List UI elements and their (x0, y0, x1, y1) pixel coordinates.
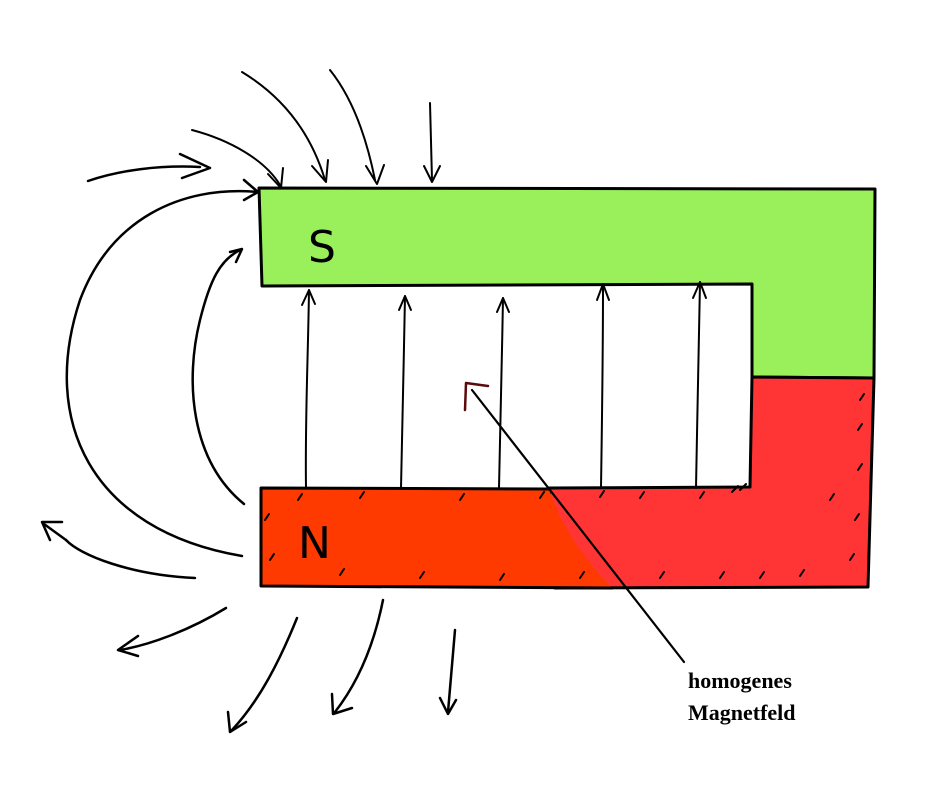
field-line (498, 297, 504, 489)
north-pole-label: N (298, 518, 331, 569)
arrow-head-icon (692, 281, 707, 299)
field-line (400, 295, 406, 489)
field-line (64, 538, 197, 580)
field-line (329, 69, 376, 181)
south-pole-arm (257, 186, 877, 380)
horseshoe-magnet (257, 186, 877, 590)
hatch-texture (264, 393, 865, 581)
field-line (118, 606, 228, 652)
field-line (695, 281, 701, 489)
arrow-head-icon (311, 159, 329, 183)
field-line (429, 102, 433, 181)
field-line (230, 616, 299, 732)
arrow-head-icon (178, 152, 212, 180)
arrow-head-icon (267, 167, 284, 189)
arrow-head-icon (228, 247, 244, 264)
field-line (304, 289, 310, 489)
field-line (191, 248, 246, 506)
arrow-head-icon (242, 178, 260, 202)
arrow-head-icon (365, 164, 385, 185)
arrow-head-icon (330, 692, 354, 716)
arrow-head-icon (116, 634, 140, 658)
caption-line-1: homogenes (688, 668, 792, 693)
caption-line-2: Magnetfeld (688, 700, 796, 725)
arrow-head-icon (496, 297, 510, 313)
homogeneous-field-lines (301, 281, 707, 489)
field-line (191, 129, 281, 186)
outer-field-lines (64, 152, 260, 580)
arrow-head-icon (301, 289, 316, 306)
north-pole-side (547, 375, 876, 590)
field-line (333, 598, 385, 714)
arrow-head-icon (438, 696, 458, 716)
field-line (241, 71, 326, 181)
annotation-pointer (463, 381, 686, 664)
arrow-head-icon (423, 165, 441, 183)
field-line (86, 165, 202, 183)
outgoing-field-lines (40, 520, 458, 734)
arrow-head-icon (596, 283, 610, 301)
field-line (65, 189, 260, 558)
arrow-head-icon (463, 381, 490, 412)
field-line (600, 283, 604, 489)
south-pole-label: S (308, 222, 336, 273)
arrow-head-icon (40, 520, 64, 542)
north-pole-arm (261, 488, 612, 588)
incoming-field-lines (191, 69, 441, 189)
arrow-head-icon (398, 295, 412, 311)
field-line (42, 522, 68, 542)
north-pole-outline (259, 486, 614, 590)
arrow-head-icon (226, 710, 248, 734)
field-line (446, 628, 457, 714)
